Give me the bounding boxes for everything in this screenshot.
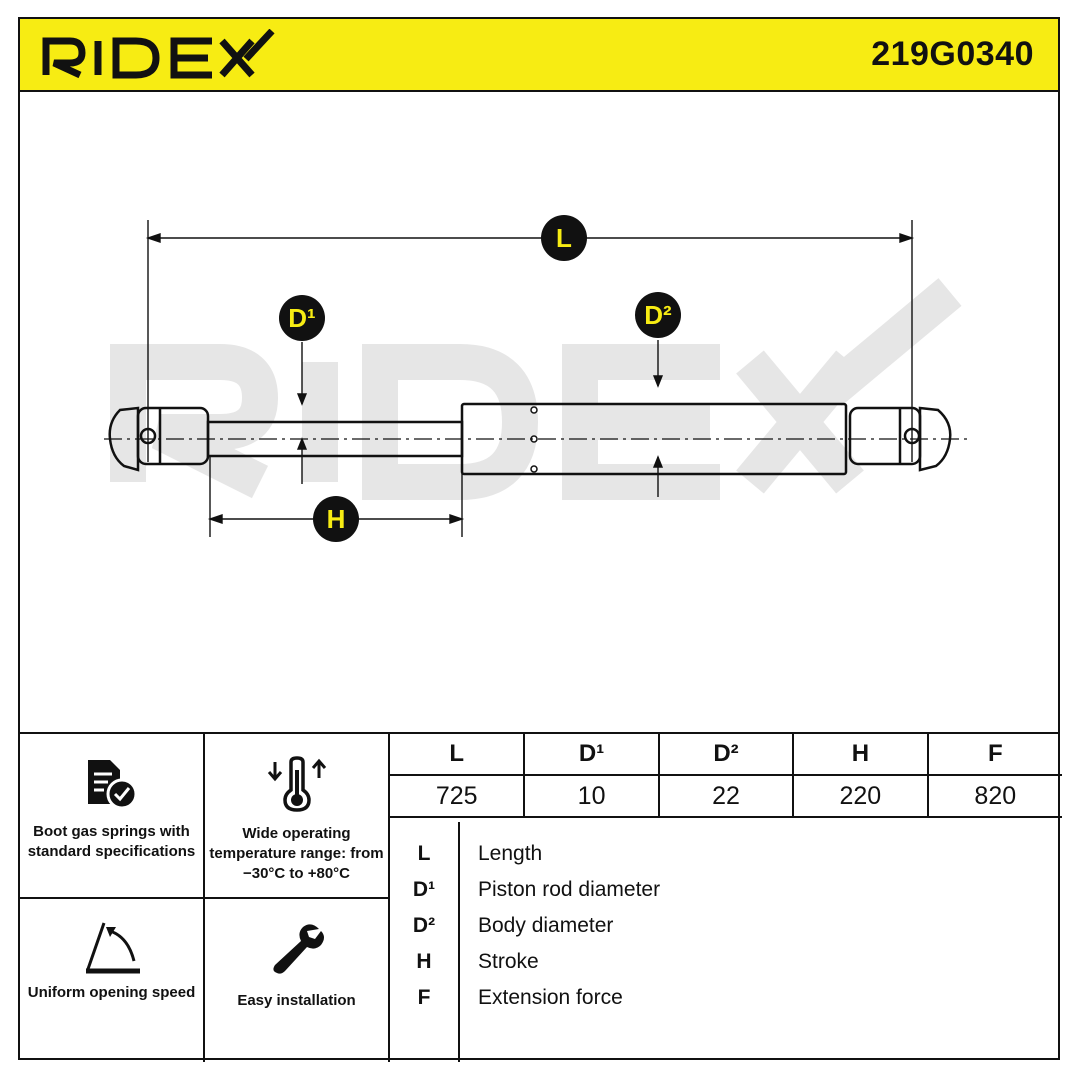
feature-label: Boot gas springs with standard specifica…	[27, 823, 196, 860]
feature-label: Wide operating temperature range: from −…	[209, 825, 384, 882]
spec-header-d1: D¹	[523, 734, 660, 776]
spec-sheet-frame: 219G0340 L	[18, 17, 1062, 1062]
dimension-l	[145, 220, 915, 462]
legend-divider	[458, 822, 460, 1062]
technical-drawing: L D¹ D²	[20, 92, 1058, 732]
document-check-icon	[84, 756, 140, 815]
legend-key: D¹	[412, 878, 436, 901]
legend-item: F Extension force	[390, 980, 1062, 1016]
feature-grid: Boot gas springs with standard specifica…	[20, 734, 390, 1062]
thermometer-icon	[265, 756, 329, 817]
legend-description: Stroke	[478, 950, 539, 973]
info-section: Boot gas springs with standard specifica…	[20, 732, 1062, 1062]
legend-description: Extension force	[478, 986, 623, 1009]
feature-label: Easy installation	[237, 992, 356, 1009]
watermark-logo	[110, 278, 962, 500]
legend-description: Body diameter	[478, 914, 614, 937]
legend-key: D²	[412, 914, 436, 937]
spec-header-row: L D¹ D² H F	[390, 734, 1062, 776]
legend-item: H Stroke	[390, 944, 1062, 980]
legend-item: D¹ Piston rod diameter	[390, 872, 1062, 908]
dimension-l-marker	[541, 215, 587, 261]
legend: L Length D¹ Piston rod diameter D² Body …	[390, 822, 1062, 1062]
spec-table: L D¹ D² H F 725 10 22 220 820	[390, 734, 1062, 818]
legend-description: Length	[478, 842, 543, 865]
dimension-d1-marker	[279, 295, 325, 341]
dimension-d1-label: D¹	[288, 303, 315, 333]
spec-value-d1: 10	[523, 774, 660, 818]
left-end-fitting	[108, 406, 140, 472]
feature-temperature-range: Wide operating temperature range: from −…	[205, 734, 390, 899]
spec-header-f: F	[926, 734, 1062, 776]
legend-key: H	[416, 950, 432, 973]
spec-value-row: 725 10 22 220 820	[390, 774, 1062, 818]
spec-value-l: 725	[390, 774, 526, 818]
legend-item: D² Body diameter	[390, 908, 1062, 944]
spec-header-l: L	[390, 734, 526, 776]
legend-item: L Length	[390, 836, 1062, 872]
legend-key: L	[417, 842, 431, 865]
dimension-h-label: H	[327, 504, 346, 534]
spec-value-f: 820	[926, 774, 1062, 818]
gas-spring-drawing: L D¹ D²	[104, 215, 970, 542]
wrench-icon	[269, 921, 325, 982]
spec-header-h: H	[792, 734, 929, 776]
dimension-l-label: L	[556, 223, 572, 253]
specifications: L D¹ D² H F 725 10 22 220 820 L	[390, 734, 1062, 1062]
legend-key: F	[417, 986, 431, 1009]
spec-value-d2: 22	[657, 774, 795, 818]
part-number: 219G0340	[871, 35, 1034, 73]
feature-label: Uniform opening speed	[27, 984, 196, 1001]
dimension-d1	[296, 342, 308, 484]
feature-opening-speed: Uniform opening speed	[20, 899, 205, 1062]
spec-header-d2: D²	[657, 734, 795, 776]
header-bar: 219G0340	[20, 19, 1058, 92]
brand-logo	[40, 28, 280, 84]
dimension-d2-label: D²	[644, 300, 672, 330]
legend-description: Piston rod diameter	[478, 878, 661, 901]
feature-standard-specs: Boot gas springs with standard specifica…	[20, 734, 205, 899]
dimension-h-marker	[313, 496, 359, 542]
opening-angle-icon	[82, 917, 142, 982]
feature-easy-installation: Easy installation	[205, 899, 390, 1062]
dimension-d2-marker	[635, 292, 681, 338]
dimension-d2	[652, 340, 664, 497]
spec-value-h: 220	[792, 774, 929, 818]
right-end-fitting	[918, 406, 952, 472]
